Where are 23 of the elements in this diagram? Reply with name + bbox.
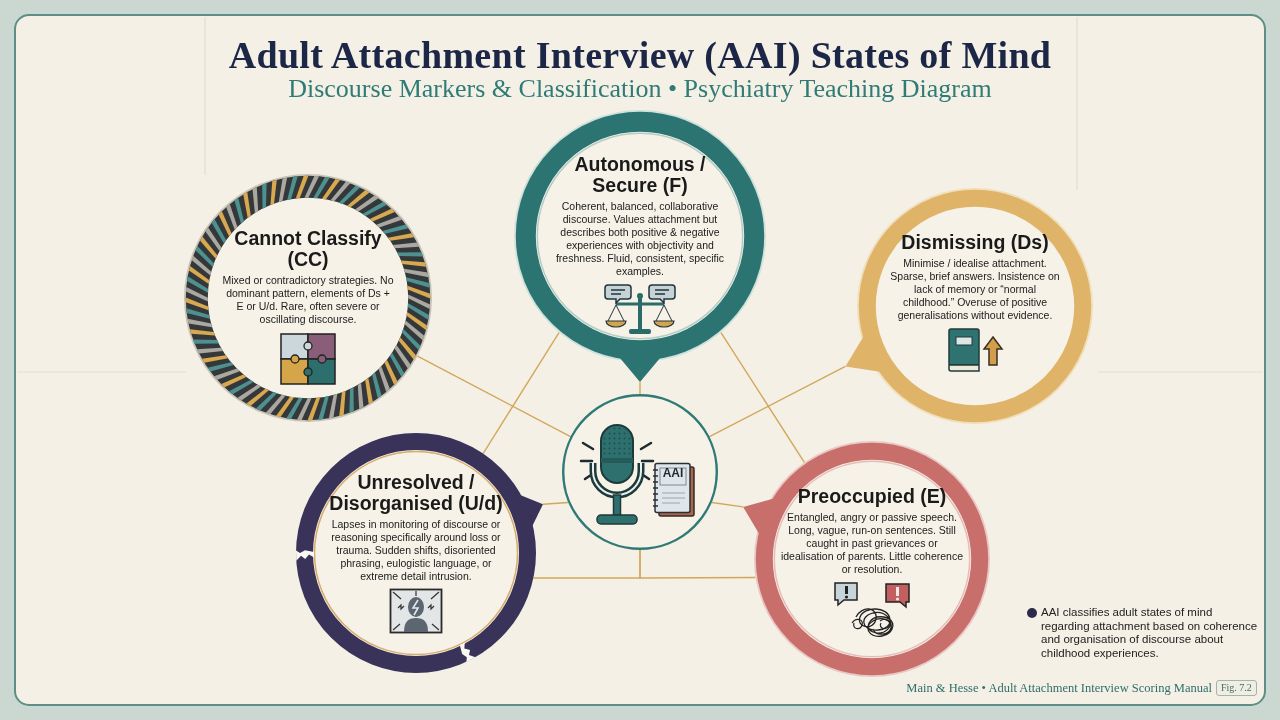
category-title: Cannot Classify (CC) [233, 228, 383, 270]
notebook-title: AAI [661, 467, 685, 480]
category-description: Minimise / idealise attachment. Sparse, brief answers. Insistence on lack of memory or “normal childhood.” Overuse of positive generalisations without evidence. [889, 257, 1061, 322]
connector-line [482, 331, 560, 455]
connector-line [416, 355, 572, 438]
connector-line [639, 381, 641, 395]
category-title: Preoccupied (E) [796, 486, 948, 507]
category-title: Unresolved / Disorganised (U/d) [328, 472, 504, 514]
connector-line [720, 331, 806, 464]
connector-line [542, 501, 569, 505]
diagram-title: Adult Attachment Interview (AAI) States of Mind [228, 34, 1052, 76]
connector-line [711, 501, 744, 508]
category-description: Entangled, angry or passive speech. Long, vague, run-on sentences. Still caught in past grievances or idealisation of parents. Little coherence or resolution. [779, 511, 965, 576]
connector-line [639, 549, 757, 579]
note-text: AAI classifies adult states of mind regarding attachment based on coherence and organisation of discourse about childhood experiences. [1041, 606, 1259, 660]
source-citation: Main & Hesse • Adult Attachment Interview Scoring Manual [906, 681, 1212, 696]
connector-line [708, 365, 847, 438]
category-title: Autonomous / Secure (F) [573, 154, 707, 196]
category-description: Mixed or contradictory strategies. No dominant pattern, elements of Ds + E or U/d. Rare, often severe or oscillating discourse. [222, 274, 394, 326]
figure-tag: Fig. 7.2 [1216, 680, 1257, 696]
category-title: Dismissing (Ds) [900, 232, 1050, 253]
category-description: Coherent, balanced, collaborative discourse. Values attachment but describes both positive & negative experiences with objectivity and freshness. Fluid, consistent, specific examples. [554, 200, 726, 278]
category-description: Lapses in monitoring of discourse or reasoning specifically around loss or trauma. Sudden shifts, disoriented phrasing, eulogistic language, or extreme detail intrusion. [330, 518, 502, 583]
